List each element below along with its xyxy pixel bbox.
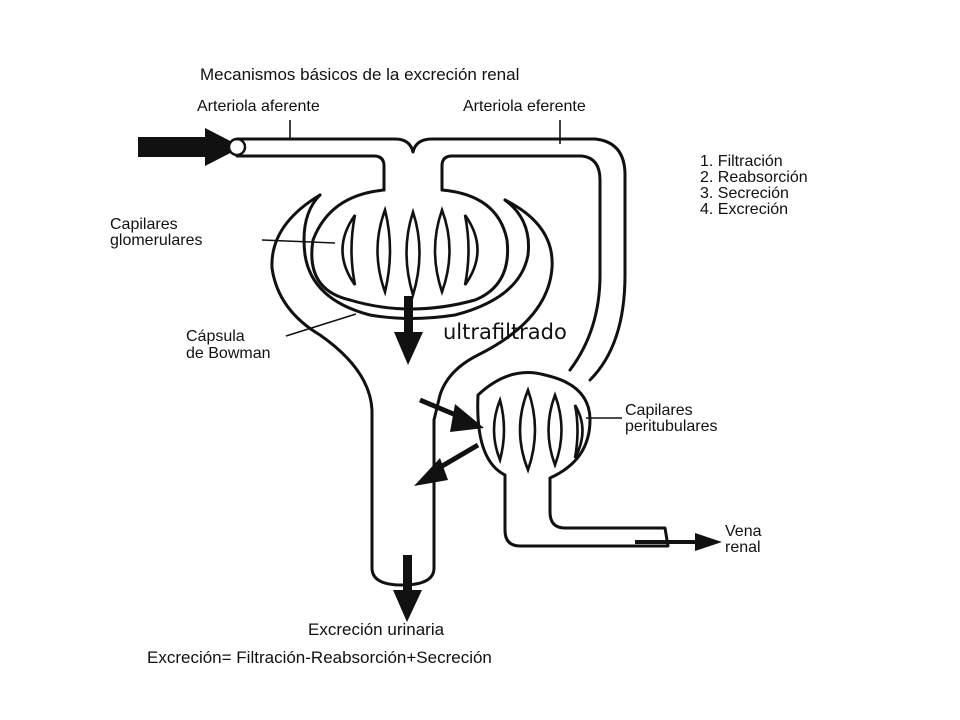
capsule-outer-right: [432, 198, 554, 422]
peritubular-capillaries: [476, 371, 670, 548]
capsule-inner: [302, 193, 531, 320]
label-vena-line1: Vena: [725, 523, 762, 540]
label-ultrafiltrado: ultrafiltrado: [443, 320, 567, 344]
label-capilares-glomerulares-line2: glomerulares: [110, 232, 202, 249]
label-capilares-peritubulares-line2: peritubulares: [625, 418, 718, 435]
input-arrow: [138, 128, 247, 166]
formula: Excreción= Filtración-Reabsorción+Secrec…: [147, 648, 492, 667]
legend-item-secrecion: 3. Secreción: [700, 185, 789, 202]
label-arteriola-eferente: Arteriola eferente: [463, 98, 586, 115]
legend-item-reabsorcion: 2. Reabsorción: [700, 169, 808, 186]
filtration-arrow: [394, 296, 423, 365]
excretion-arrow: [393, 555, 422, 622]
glomerular-capillaries: [310, 188, 510, 311]
afferent-inner-wall: [235, 154, 386, 192]
label-arteriola-aferente: Arteriola aferente: [197, 98, 320, 115]
vessels: [235, 137, 627, 382]
legend-item-excrecion: 4. Excreción: [700, 201, 788, 218]
efferent-inner-wall: [440, 154, 602, 372]
label-capsula-line1: Cápsula: [186, 328, 245, 345]
label-capsula-line2: de Bowman: [186, 345, 271, 362]
pointer-capsula: [285, 313, 357, 337]
process-arrows: [393, 296, 722, 622]
label-excrecion-urinaria: Excreción urinaria: [308, 620, 445, 639]
legend-item-filtracion: 1. Filtración: [700, 153, 783, 170]
reabsorption-arrow: [414, 442, 480, 486]
legend: 1. Filtración 2. Reabsorción 3. Secreció…: [700, 153, 808, 218]
capsule-outer-left: [270, 193, 436, 587]
label-capilares-peritubulares-line1: Capilares: [625, 402, 693, 419]
pointer-capilares-glomerulares: [261, 239, 336, 244]
afferent-outer-wall: [235, 137, 627, 382]
label-capilares-glomerulares-line1: Capilares: [110, 216, 178, 233]
label-vena-line2: renal: [725, 539, 761, 556]
diagram-title: Mecanismos básicos de la excreción renal: [200, 65, 519, 84]
bowman-capsule-tubule: [270, 193, 554, 587]
vena-renal-arrow: [635, 533, 722, 551]
peritubular-outline: [476, 371, 670, 548]
secretion-arrow: [419, 397, 484, 432]
